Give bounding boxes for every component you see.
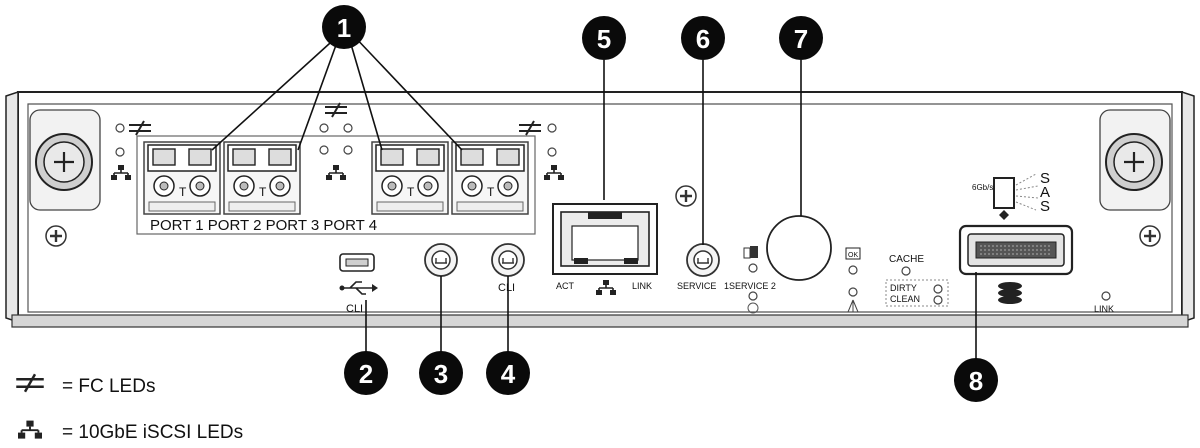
link-led-label: LINK <box>1094 304 1114 314</box>
svg-text:8: 8 <box>969 366 983 396</box>
sas-letter-s1: S <box>1040 170 1050 187</box>
service-led-icons <box>743 246 759 314</box>
cache-label: CACHE <box>889 254 924 265</box>
host-port-block: T T T T PORT 1 PORT 2 PORT 3 PORT 4 <box>136 135 536 235</box>
svg-text:4: 4 <box>501 359 516 389</box>
ok-led: OK <box>845 247 861 313</box>
service-port[interactable] <box>686 243 720 277</box>
sfp-tick-1: T <box>179 185 187 199</box>
panel-screw-right-icon <box>1138 224 1162 248</box>
ok-label: OK <box>848 252 858 259</box>
svg-text:5: 5 <box>597 24 611 54</box>
legend-iscsi-text: = 10GbE iSCSI LEDs <box>62 422 243 443</box>
callout-3: 3 <box>419 351 463 395</box>
serial-cli-label: CLI <box>498 282 515 294</box>
service-1-2-label: 1SERVICE 2 <box>724 281 776 291</box>
cache-status: CACHE DIRTY CLEAN <box>885 254 949 307</box>
svg-text:2: 2 <box>359 359 373 389</box>
panel-screw-center-icon <box>674 184 698 208</box>
panel-screw-left-icon <box>44 224 68 248</box>
sas-letter-a: A <box>1040 184 1050 201</box>
service-label: SERVICE <box>677 281 716 291</box>
svg-text:1: 1 <box>337 13 351 43</box>
round-blank-area <box>766 215 832 281</box>
callout-7: 7 <box>779 16 823 60</box>
sas-icon: 6Gb/s S A S <box>972 170 1050 220</box>
right-thumbscrew-icon[interactable] <box>1099 109 1171 211</box>
svg-text:3: 3 <box>434 359 448 389</box>
legend: = FC LEDs = 10GbE iSCSI LEDs <box>16 373 243 443</box>
ethernet-link-label: LINK <box>632 281 652 291</box>
usb-cli-label: CLI <box>346 303 363 315</box>
sas-letter-s2: S <box>1040 198 1050 215</box>
sas-expansion-port[interactable] <box>958 224 1074 276</box>
usb-cli-port[interactable] <box>339 253 375 272</box>
callout-leaders <box>211 33 977 360</box>
svg-text:6: 6 <box>696 24 710 54</box>
serial-service-port[interactable] <box>424 243 458 277</box>
serial-cli-port[interactable] <box>491 243 525 277</box>
disk-stack-icon <box>998 282 1022 304</box>
dirty-label: DIRTY <box>890 283 917 293</box>
host-port-1[interactable] <box>143 141 221 215</box>
legend-fc-text: = FC LEDs <box>62 376 155 397</box>
host-port-3[interactable] <box>371 141 449 215</box>
callout-5: 5 <box>582 16 626 60</box>
svg-text:7: 7 <box>794 24 808 54</box>
usb-icon <box>339 281 378 295</box>
fc-led-icon <box>16 373 44 393</box>
sas-rate-label: 6Gb/s <box>972 183 993 192</box>
host-port-labels: PORT 1 PORT 2 PORT 3 PORT 4 <box>150 217 377 234</box>
sfp-tick-4: T <box>487 185 495 199</box>
left-thumbscrew-icon[interactable] <box>29 109 101 211</box>
callout-4: 4 <box>486 351 530 395</box>
callout-6: 6 <box>681 16 725 60</box>
sfp-tick-3: T <box>407 185 415 199</box>
callout-8: 8 <box>954 358 998 402</box>
host-port-2[interactable] <box>223 141 301 215</box>
link-led <box>1101 291 1111 301</box>
network-led-icon <box>18 420 42 439</box>
clean-label: CLEAN <box>890 294 920 304</box>
host-port-4[interactable] <box>451 141 529 215</box>
sfp-tick-2: T <box>259 185 267 199</box>
callout-2: 2 <box>344 351 388 395</box>
callout-1: 1 <box>322 5 366 49</box>
ethernet-act-label: ACT <box>556 281 575 291</box>
ethernet-port[interactable] <box>552 203 658 275</box>
